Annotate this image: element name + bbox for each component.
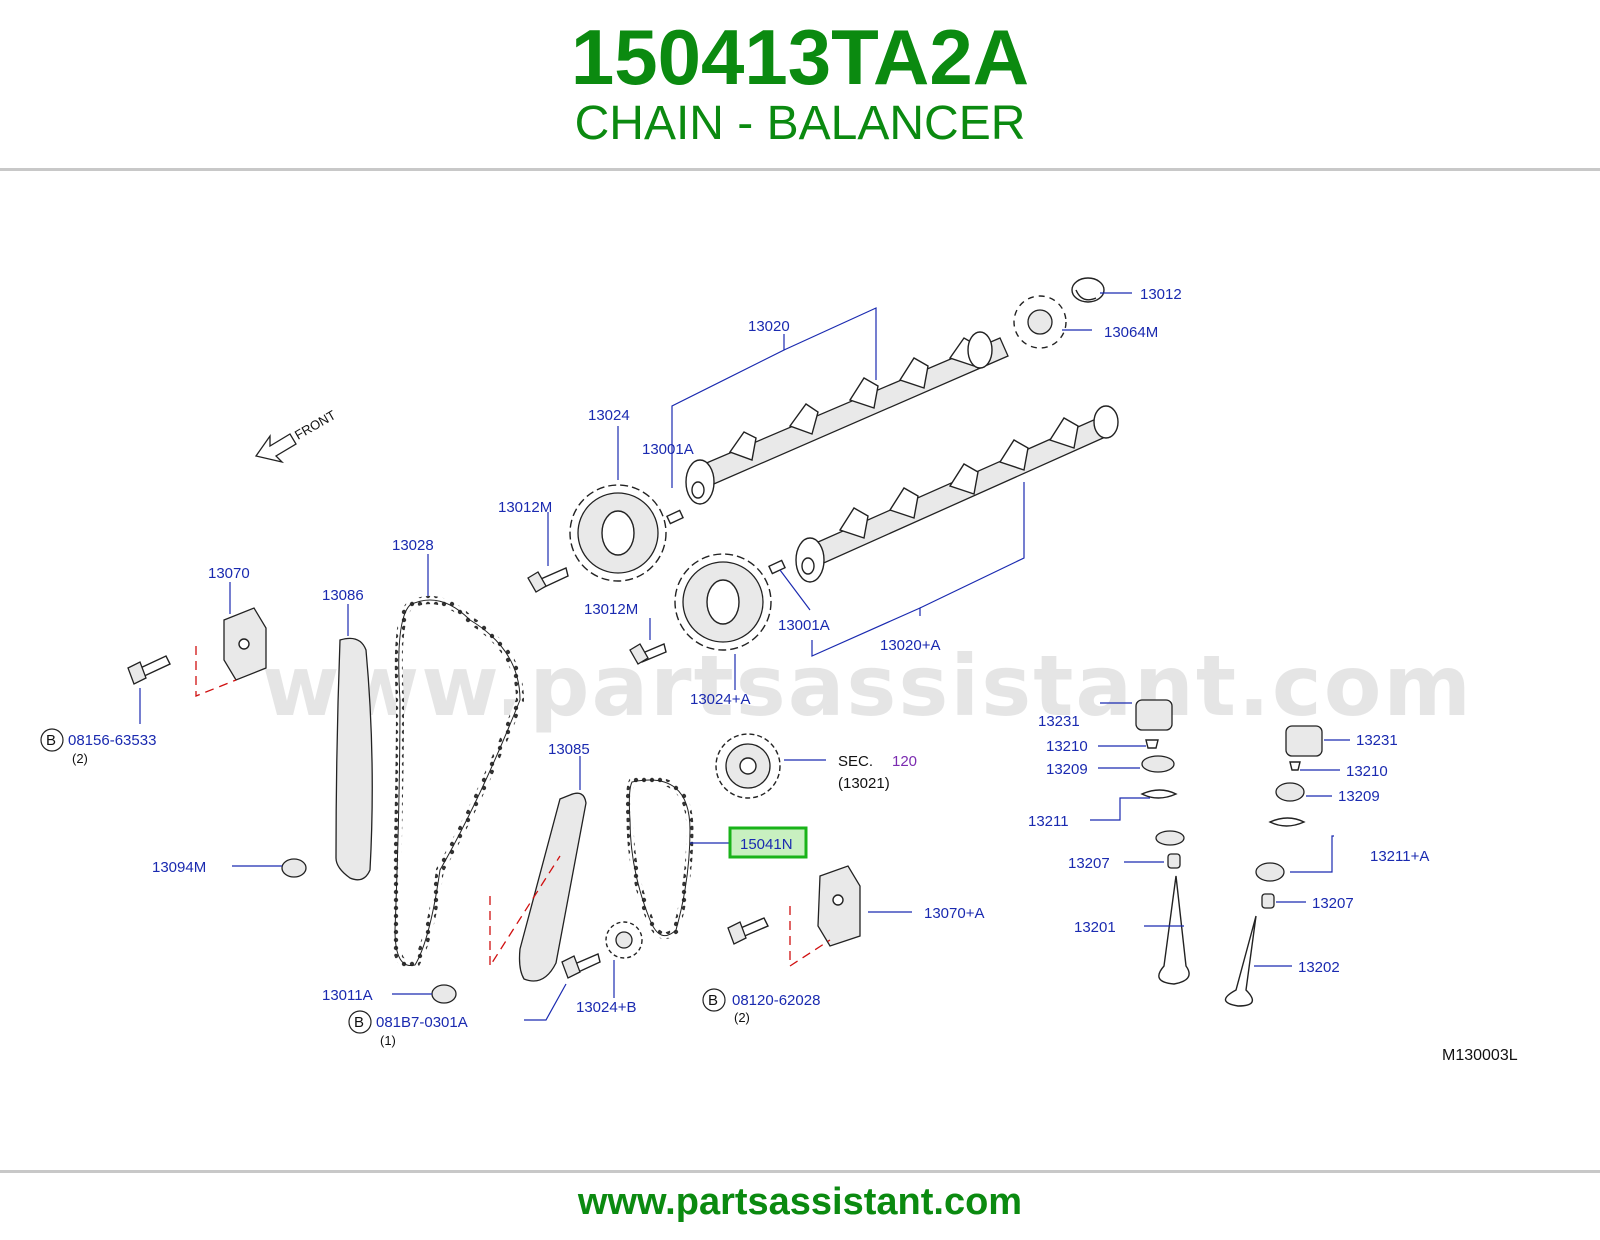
chain-tensioner-13070A bbox=[817, 865, 861, 947]
bolt-qty-2: (1) bbox=[380, 1033, 396, 1048]
bolt-callout-2: B 081B7-0301A (1) bbox=[348, 1010, 468, 1048]
callout-13201: 13201 bbox=[1074, 919, 1116, 936]
section-ref-prefix: SEC. bbox=[838, 753, 873, 770]
watermark-text: www.partsassistant.com bbox=[262, 637, 1473, 735]
callout-13086: 13086 bbox=[322, 587, 364, 604]
header-divider bbox=[0, 168, 1600, 171]
bolt-badge-3: B bbox=[708, 992, 718, 1009]
bolt-08156-63533 bbox=[127, 655, 171, 685]
b-badge-icon bbox=[40, 728, 64, 752]
bolt-code-2: 081B7-0301A bbox=[376, 1014, 468, 1031]
callout-15041N-highlighted[interactable]: 15041N bbox=[740, 836, 793, 853]
callout-13209-left: 13209 bbox=[1046, 761, 1088, 778]
chain-guide-13086 bbox=[335, 637, 373, 881]
callout-13012M-top: 13012M bbox=[498, 499, 552, 516]
alignment-lines-mid bbox=[489, 855, 561, 969]
callout-13024A: 13024+A bbox=[690, 691, 750, 708]
section-ref-number[interactable]: 120 bbox=[892, 753, 917, 770]
callout-13001A-mid: 13001A bbox=[778, 617, 830, 634]
dowel-pin-lower bbox=[768, 559, 786, 575]
bolt-qty-3: (2) bbox=[734, 1010, 750, 1025]
callout-13064M: 13064M bbox=[1104, 324, 1158, 341]
callout-13012M-mid: 13012M bbox=[584, 601, 638, 618]
front-label: FRONT bbox=[292, 407, 338, 442]
bolt-callout-3: B 08120-62028 (2) bbox=[702, 988, 820, 1025]
callout-13231-left: 13231 bbox=[1038, 713, 1080, 730]
bolt-code-1: 08156-63533 bbox=[68, 732, 156, 749]
balancer-gear-13021 bbox=[715, 733, 781, 799]
callout-13011A: 13011A bbox=[322, 987, 373, 1004]
callout-13024: 13024 bbox=[588, 407, 630, 424]
cap-13012 bbox=[1071, 277, 1105, 303]
callout-13211A: 13211+A bbox=[1370, 848, 1429, 865]
callout-13210-right: 13210 bbox=[1346, 763, 1388, 780]
part-number-title: 150413TA2A bbox=[570, 13, 1030, 101]
alignment-lines-left bbox=[195, 646, 237, 697]
signal-plate-13064M bbox=[1013, 295, 1067, 349]
valve-train-right bbox=[1224, 725, 1323, 1007]
footer-divider bbox=[0, 1170, 1600, 1173]
callout-13209-right: 13209 bbox=[1338, 788, 1380, 805]
part-name-subtitle: CHAIN - BALANCER bbox=[574, 97, 1026, 150]
dowel-pin-upper bbox=[666, 509, 684, 525]
bolt-code-3: 08120-62028 bbox=[732, 992, 820, 1009]
bolt-13012M-mid bbox=[629, 643, 667, 665]
leader-lines bbox=[139, 292, 1350, 1021]
alignment-lines-right bbox=[789, 906, 831, 968]
front-arrow-icon bbox=[254, 433, 297, 464]
callout-13024B: 13024+B bbox=[576, 999, 636, 1016]
callout-13001A-top: 13001A bbox=[642, 441, 694, 458]
pivot-bolt-13011A bbox=[431, 984, 457, 1004]
callout-13211: 13211 bbox=[1028, 813, 1069, 830]
lower-camshaft bbox=[795, 405, 1119, 583]
callout-13202: 13202 bbox=[1298, 959, 1340, 976]
sprocket-13024 bbox=[569, 484, 667, 582]
callout-13028: 13028 bbox=[392, 537, 434, 554]
callout-13085: 13085 bbox=[548, 741, 590, 758]
bolt-badge-2: B bbox=[354, 1014, 364, 1031]
sprocket-13024A bbox=[674, 553, 772, 651]
callout-13094M: 13094M bbox=[152, 859, 206, 876]
upper-camshaft bbox=[685, 331, 1009, 505]
callout-13020: 13020 bbox=[748, 318, 790, 335]
highlight-box bbox=[728, 826, 808, 859]
callout-13070A: 13070+A bbox=[924, 905, 984, 922]
footer-website-link[interactable]: www.partsassistant.com bbox=[577, 1181, 1023, 1223]
drawing-code: M130003L bbox=[1442, 1047, 1518, 1064]
callout-13210-left: 13210 bbox=[1046, 738, 1088, 755]
bolt-qty-1: (2) bbox=[72, 751, 88, 766]
pivot-bolt-13094M bbox=[281, 858, 307, 878]
section-ref-part: (13021) bbox=[838, 775, 890, 792]
valve-train-left bbox=[1135, 699, 1190, 985]
bolt-13012M-upper bbox=[527, 567, 569, 593]
bolt-08120-62028 bbox=[727, 917, 769, 945]
callout-13207-right: 13207 bbox=[1312, 895, 1354, 912]
chain-tensioner-13070 bbox=[223, 607, 267, 681]
callout-13020A: 13020+A bbox=[880, 637, 940, 654]
callout-13070: 13070 bbox=[208, 565, 250, 582]
callout-13012: 13012 bbox=[1140, 286, 1182, 303]
bolt-callout-1: B 08156-63533 (2) bbox=[40, 728, 156, 766]
sprocket-13024B bbox=[605, 921, 643, 959]
callout-13207-left: 13207 bbox=[1068, 855, 1110, 872]
bolt-badge-1: B bbox=[46, 732, 56, 749]
callout-13231-right: 13231 bbox=[1356, 732, 1398, 749]
b-badge-icon bbox=[348, 1010, 372, 1034]
tensioner-arm-13085 bbox=[518, 792, 587, 982]
bolt-13024B bbox=[561, 953, 601, 979]
b-badge-icon bbox=[702, 988, 726, 1012]
